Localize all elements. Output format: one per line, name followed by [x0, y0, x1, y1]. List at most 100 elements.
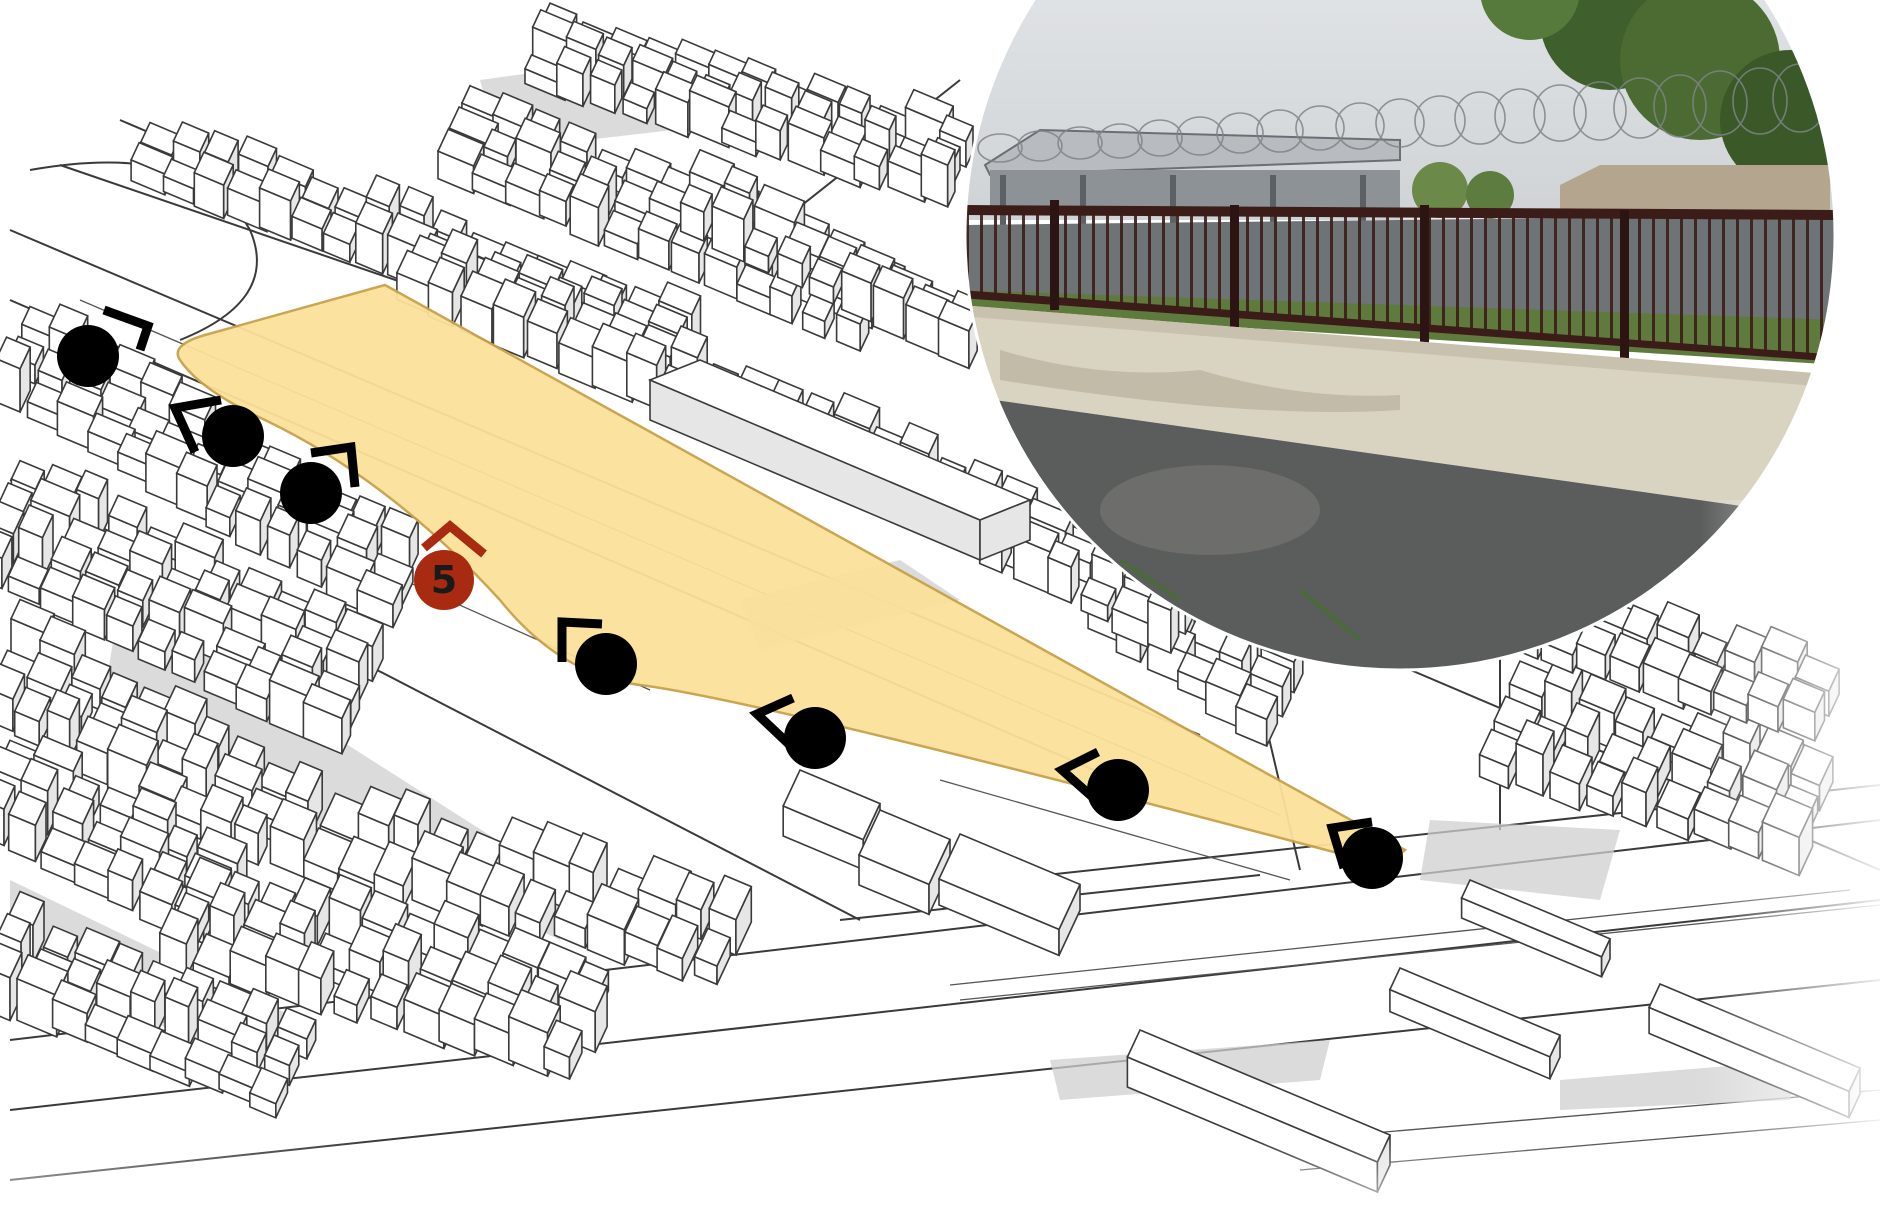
building-face [105, 594, 143, 628]
building-face [336, 513, 379, 551]
building-face [540, 275, 576, 307]
viewpoint-marker-6[interactable] [1054, 747, 1149, 821]
building-face [290, 196, 333, 231]
building-face [586, 882, 640, 931]
viewpoint-marker-icon [102, 305, 154, 352]
building-face [1575, 621, 1617, 657]
viewpoint-marker-icon [421, 520, 487, 558]
building-face [514, 117, 562, 154]
building-face [538, 172, 575, 203]
building-face [270, 154, 315, 188]
building-face [194, 569, 231, 601]
building-face [235, 663, 279, 701]
building-face [17, 503, 55, 539]
building-face [0, 912, 32, 944]
building-face [42, 925, 79, 959]
building-face [107, 494, 148, 529]
building-face [776, 235, 812, 265]
building-face [833, 391, 881, 430]
building-face [348, 924, 393, 964]
building-face [1609, 631, 1651, 670]
building-face [753, 183, 806, 224]
viewpoint-marker-active[interactable]: 5 [414, 520, 487, 610]
building-face [280, 634, 323, 669]
building-face [183, 588, 233, 625]
building-blocks [0, 2, 1862, 1194]
building-face [440, 228, 479, 265]
building-face [764, 70, 800, 100]
viewpoint-marker-icon [1326, 817, 1373, 870]
viewpoint-marker-5[interactable] [749, 693, 846, 769]
building-face [723, 165, 759, 195]
building-face [0, 500, 25, 535]
building-face [1478, 728, 1522, 768]
building-face [116, 568, 154, 602]
building-face [393, 788, 432, 826]
photo-tree [1480, 0, 1835, 325]
building-face [708, 874, 753, 921]
building-face [75, 469, 109, 500]
building-face [84, 551, 129, 587]
building-face [436, 128, 485, 168]
building-face [806, 72, 847, 104]
building-face [205, 484, 242, 519]
building-face [20, 757, 59, 793]
viewpoint-marker-7[interactable] [1326, 817, 1403, 889]
building-face [479, 861, 526, 909]
base-map [0, 2, 1881, 1194]
building-face [840, 251, 881, 285]
building-face [1548, 743, 1594, 786]
building-face [1388, 966, 1562, 1058]
building-face [269, 797, 318, 842]
building-face [304, 588, 347, 624]
building-face [365, 174, 401, 208]
building-face [589, 58, 623, 87]
viewpoint-marker-icon [557, 617, 603, 662]
viewpoint-marker-4[interactable] [557, 617, 637, 695]
building-face [0, 942, 23, 979]
building-face [128, 529, 173, 566]
building-face [13, 686, 52, 723]
right-edge-fade [1700, 500, 1887, 1225]
viewpoint-marker-3[interactable] [280, 441, 360, 524]
building-face [555, 45, 592, 76]
viewpoint-marker-icon [310, 441, 360, 488]
building-face [357, 785, 403, 827]
building-face [557, 969, 609, 1013]
site-photo-inset [965, 0, 1835, 670]
building-face [1614, 695, 1656, 734]
building-face [171, 630, 205, 662]
building-face [754, 104, 789, 132]
building-face [565, 20, 605, 51]
building-face [670, 324, 709, 359]
building-face [583, 275, 624, 307]
building-face [322, 211, 361, 246]
photo-razor-wire [977, 63, 1828, 163]
building-face [248, 1066, 289, 1105]
building-face [1621, 604, 1660, 641]
building-face [382, 922, 423, 963]
building-face [679, 183, 714, 214]
viewpoint-markers: 5 [57, 305, 1403, 889]
building-face [1248, 654, 1292, 689]
building-face [625, 332, 667, 367]
building-face [899, 421, 939, 456]
building-face [328, 873, 373, 912]
building-face [1460, 878, 1612, 958]
building-face [492, 278, 537, 319]
building-face [230, 1021, 268, 1054]
building-face [693, 927, 732, 968]
building-face [7, 555, 50, 590]
building-face [162, 684, 208, 726]
building-face [1234, 682, 1279, 721]
building-face [853, 137, 889, 168]
building-face [938, 114, 975, 143]
building-face [106, 723, 160, 767]
building-face [260, 595, 306, 631]
building-face [175, 451, 219, 488]
viewpoint-marker-2[interactable] [168, 395, 264, 467]
viewpoint-marker-1[interactable] [57, 305, 154, 387]
building-face [284, 760, 324, 803]
building-face [568, 831, 609, 874]
